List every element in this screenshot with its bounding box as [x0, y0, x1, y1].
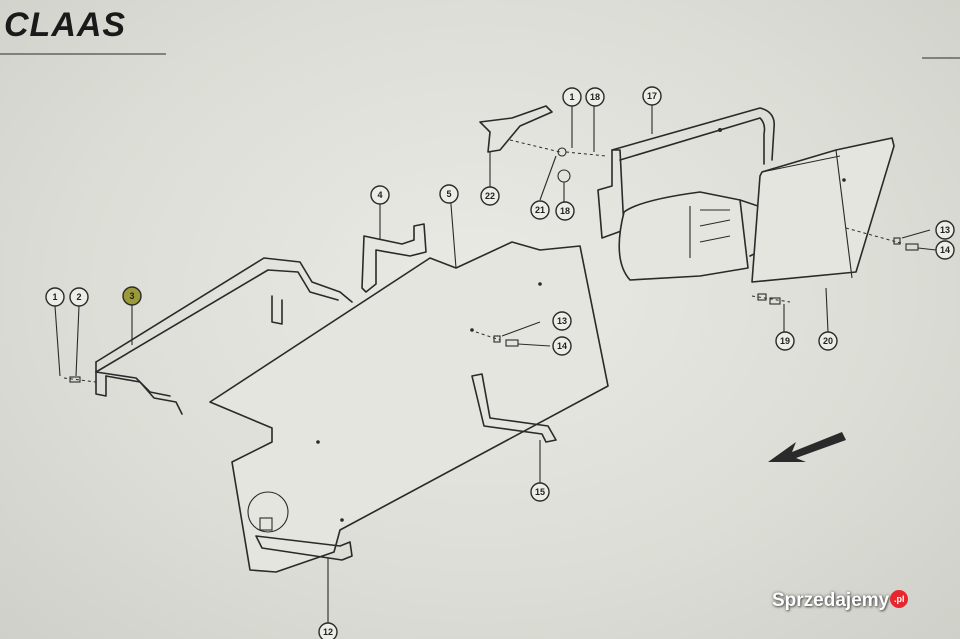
- callout-18b: 18: [555, 201, 575, 221]
- watermark-badge: .pl: [890, 590, 909, 608]
- callout-3: 3: [122, 286, 142, 306]
- fittings-21-18: [539, 106, 607, 204]
- callout-18a-label: 18: [590, 92, 600, 102]
- fasteners-13-14-middle: [475, 321, 551, 347]
- part-4-bracket: [361, 204, 427, 293]
- part-3-support-bar: [63, 257, 353, 415]
- callout-2-label: 2: [76, 292, 81, 302]
- callout-19: 19: [775, 331, 795, 351]
- callout-15-label: 15: [535, 487, 545, 497]
- callout-4: 4: [370, 185, 390, 205]
- callout-13a: 13: [935, 220, 955, 240]
- callout-18a: 18: [585, 87, 605, 107]
- callout-3-label: 3: [129, 291, 134, 301]
- callout-13b-label: 13: [557, 316, 567, 326]
- callout-1b: 1: [562, 87, 582, 107]
- callout-17-label: 17: [647, 91, 657, 101]
- callout-22-label: 22: [485, 191, 495, 201]
- brand-logo: CLAAS: [0, 6, 960, 59]
- watermark-text: Sprzedajemy: [772, 590, 890, 611]
- callout-20: 20: [818, 331, 838, 351]
- callout-14b: 14: [552, 336, 572, 356]
- callout-1a-label: 1: [52, 292, 57, 302]
- part-20-hopper-box: [751, 137, 937, 333]
- callout-15: 15: [530, 482, 550, 502]
- sprzedajemy-watermark: Sprzedajemy.pl: [772, 590, 909, 612]
- callout-1a: 1: [45, 287, 65, 377]
- callout-20-label: 20: [823, 336, 833, 346]
- callout-5: 5: [439, 184, 459, 204]
- callout-18b-label: 18: [560, 206, 570, 216]
- callout-4-label: 4: [377, 190, 382, 200]
- callout-17: 17: [642, 86, 662, 106]
- callout-14a: 14: [935, 240, 955, 260]
- part-5-main-panel: [209, 191, 609, 573]
- part-22-small-bracket: [479, 105, 561, 188]
- direction-arrow: [768, 432, 846, 462]
- callout-14a-label: 14: [940, 245, 950, 255]
- callout-12-label: 12: [323, 627, 333, 637]
- part-17-guard-frame: [597, 102, 779, 281]
- callout-12: 12: [318, 622, 338, 639]
- callout-22: 22: [480, 186, 500, 206]
- callout-13b: 13: [552, 311, 572, 331]
- callout-19-label: 19: [780, 336, 790, 346]
- callout-13a-label: 13: [940, 225, 950, 235]
- brand-logo-text: CLAAS: [4, 6, 126, 44]
- callout-2: 2: [69, 287, 89, 377]
- callout-14b-label: 14: [557, 341, 567, 351]
- callout-1b-label: 1: [569, 92, 574, 102]
- callout-5-label: 5: [446, 189, 451, 199]
- callout-21: 21: [530, 200, 550, 220]
- callout-21-label: 21: [535, 205, 545, 215]
- part-15-support-leg: [471, 373, 557, 484]
- part-12-support-foot: [255, 535, 353, 625]
